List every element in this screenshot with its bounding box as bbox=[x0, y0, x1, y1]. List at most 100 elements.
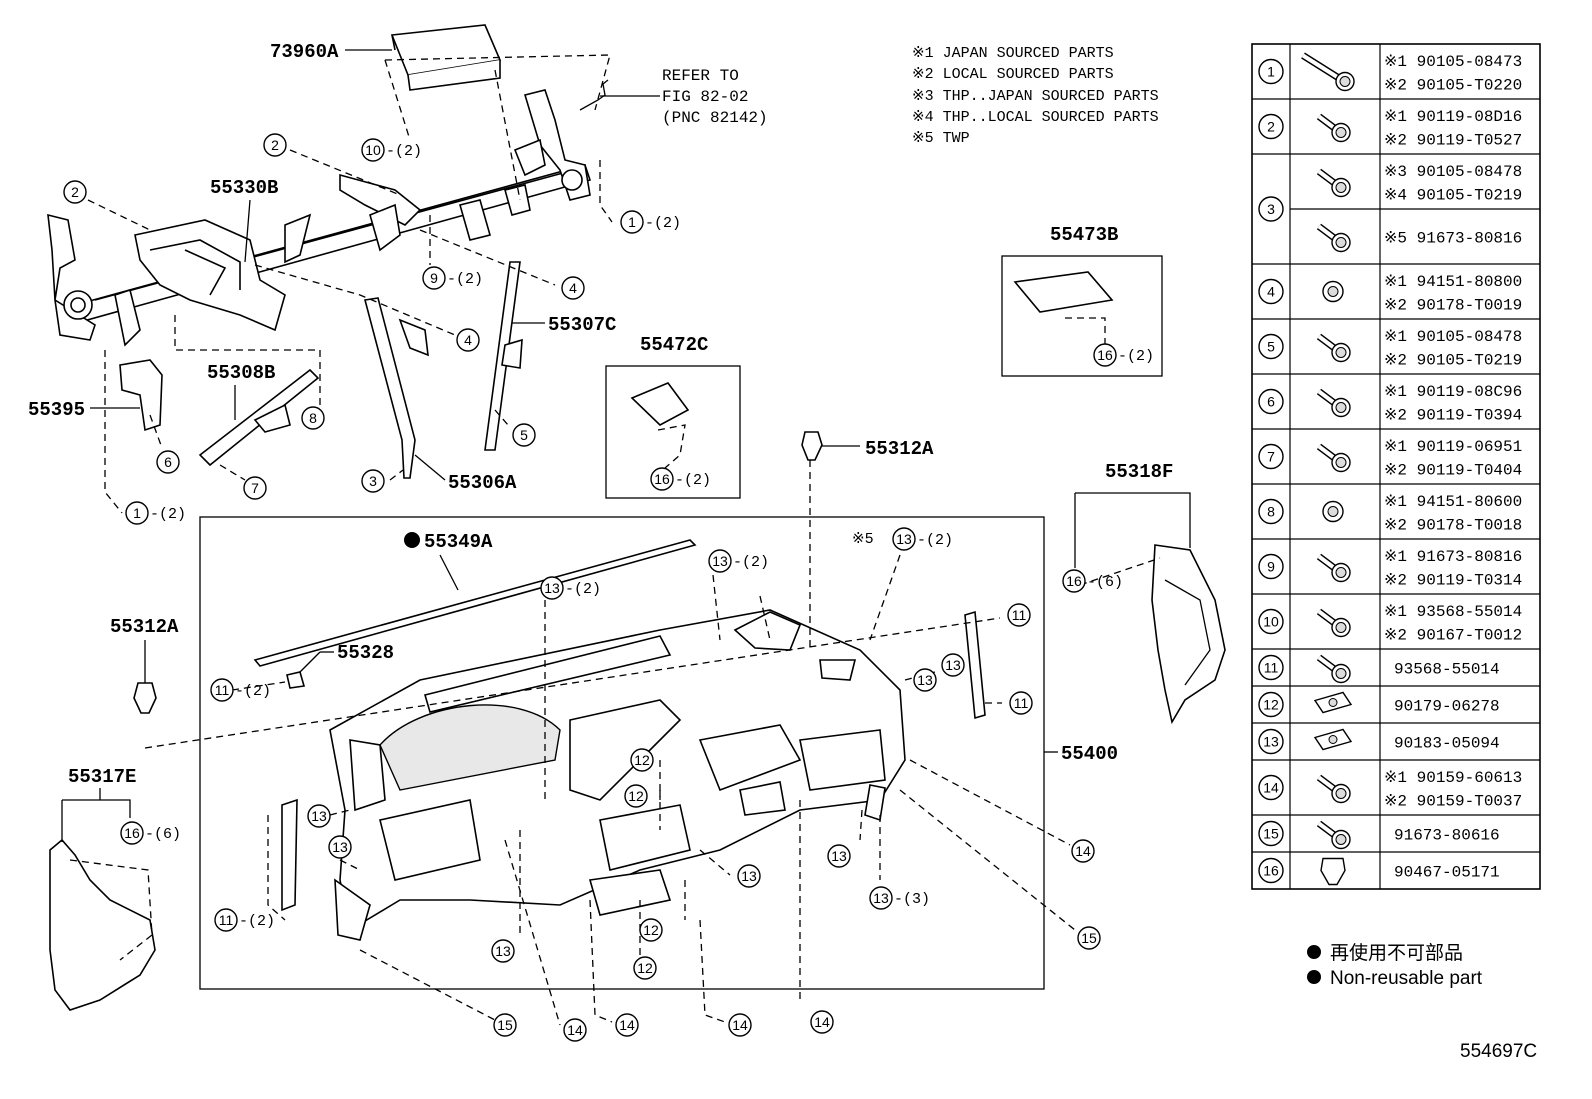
callout-circle bbox=[301, 406, 325, 430]
callout-circle bbox=[1077, 926, 1101, 950]
callout-circle bbox=[263, 133, 287, 157]
callout-13: 13 bbox=[913, 668, 937, 692]
row-number-circle bbox=[1258, 774, 1284, 801]
bracket-right-drawing bbox=[964, 610, 986, 720]
label-55312A-top: 55312A bbox=[865, 438, 934, 460]
callout-number: 1 bbox=[628, 214, 636, 230]
callout-circle bbox=[1007, 603, 1031, 627]
callout-number: 12 bbox=[634, 752, 650, 768]
refer-line-1: REFER TO bbox=[662, 67, 739, 85]
cover-55473B-drawing bbox=[1013, 271, 1114, 313]
row-number-circle bbox=[1258, 654, 1284, 681]
callout-number: 15 bbox=[497, 1017, 513, 1033]
figure-id: 554697C bbox=[1460, 1041, 1537, 1062]
airbag-module-drawing bbox=[345, 24, 502, 91]
callout-quantity: -(2) bbox=[1118, 348, 1154, 365]
part-number: ※1 91673-80816 bbox=[1384, 548, 1522, 566]
clip-nut-icon bbox=[1313, 691, 1353, 714]
row-number: 16 bbox=[1263, 863, 1279, 879]
leader-lines bbox=[69, 54, 1161, 1026]
label-73960A: 73960A bbox=[270, 41, 339, 63]
bolt-icon bbox=[1316, 333, 1351, 363]
callout-16: 16-(2) bbox=[650, 467, 711, 491]
label-55472C: 55472C bbox=[640, 334, 708, 356]
callout-circle bbox=[1071, 839, 1095, 863]
callout-13: 13 bbox=[307, 804, 331, 828]
callout-15: 15 bbox=[1077, 926, 1101, 950]
callout-quantity: -(3) bbox=[894, 891, 930, 908]
callout-9: 9-(2) bbox=[422, 266, 483, 290]
callout-13: 13-(2) bbox=[708, 549, 769, 573]
row-number-circle bbox=[1258, 691, 1284, 718]
part-number: ※2 90119-T0527 bbox=[1384, 131, 1522, 149]
callout-number: 3 bbox=[369, 473, 377, 489]
legend-bullet-jp bbox=[1307, 945, 1321, 959]
bolt-icon bbox=[1316, 168, 1351, 198]
callout-11: 11 bbox=[1007, 603, 1031, 627]
callout-number: 13 bbox=[917, 672, 933, 688]
row-number: 2 bbox=[1267, 119, 1275, 135]
box-55473B bbox=[1001, 255, 1163, 377]
callout-number: 4 bbox=[464, 332, 472, 348]
callout-circle bbox=[493, 1013, 517, 1037]
callout-quantity: -(2) bbox=[565, 581, 601, 598]
bolt-icon bbox=[1316, 443, 1351, 473]
callout-number: 14 bbox=[1075, 843, 1091, 859]
bolt-icon bbox=[1316, 608, 1351, 638]
note-3: ※3 THP..JAPAN SOURCED PARTS bbox=[912, 88, 1159, 105]
callout-circle bbox=[561, 276, 585, 300]
callout-circle bbox=[243, 476, 267, 500]
part-number: 91673-80616 bbox=[1394, 827, 1500, 845]
callout-circle bbox=[728, 1013, 752, 1037]
table-row: 7※1 90119-06951※2 90119-T0404 bbox=[1252, 428, 1540, 479]
callout-circle bbox=[624, 784, 648, 808]
part-number: ※2 90178-T0019 bbox=[1384, 296, 1522, 314]
callout-15: 15 bbox=[493, 1013, 517, 1037]
box-55400 bbox=[199, 516, 1045, 990]
legend-en: Non-reusable part bbox=[1330, 968, 1483, 989]
callout-number: 2 bbox=[71, 184, 79, 200]
row-number: 5 bbox=[1267, 339, 1275, 355]
part-number: ※4 90105-T0219 bbox=[1384, 186, 1522, 204]
table-row: 9※1 91673-80816※2 90119-T0314 bbox=[1252, 538, 1540, 589]
label-55349A: 55349A bbox=[424, 531, 493, 553]
callout-number: 6 bbox=[164, 454, 172, 470]
callout-16: 16-(2) bbox=[1093, 343, 1154, 367]
bolt-icon bbox=[1316, 223, 1351, 253]
callout-circle bbox=[620, 210, 644, 234]
callout-number: 12 bbox=[628, 788, 644, 804]
side-panel-55318F-drawing bbox=[1074, 492, 1226, 725]
row-number-circle bbox=[1258, 608, 1284, 635]
callout-13: 13-(2) bbox=[892, 527, 953, 551]
row-number-circle bbox=[1258, 278, 1284, 305]
callout-number: 13 bbox=[495, 943, 511, 959]
callout-6: 6 bbox=[156, 450, 180, 474]
callout-13: 13 bbox=[737, 864, 761, 888]
row-number-circle bbox=[1258, 113, 1284, 140]
callout-number: 16 bbox=[124, 825, 140, 841]
callout-number: 15 bbox=[1081, 930, 1097, 946]
callout-13: 13-(2) bbox=[540, 576, 601, 600]
callout-circle bbox=[307, 804, 331, 828]
row-number-circle bbox=[1258, 553, 1284, 580]
row-number: 9 bbox=[1267, 559, 1275, 575]
row-number: 8 bbox=[1267, 504, 1275, 520]
callout-circle bbox=[120, 821, 144, 845]
label-55318F: 55318F bbox=[1105, 461, 1173, 483]
callout-number: 14 bbox=[567, 1022, 583, 1038]
callout-1: 1-(2) bbox=[620, 210, 681, 234]
clip-55312A-left-drawing bbox=[133, 682, 157, 714]
clip-55312A-top-drawing bbox=[801, 431, 823, 461]
part-number: ※2 90178-T0018 bbox=[1384, 516, 1522, 534]
callout-circle bbox=[615, 1013, 639, 1037]
part-number: ※1 94151-80800 bbox=[1384, 273, 1522, 291]
row-number: 12 bbox=[1263, 697, 1279, 713]
row-number: 15 bbox=[1263, 826, 1279, 842]
row-number: 4 bbox=[1267, 284, 1275, 300]
callout-number: 13 bbox=[332, 839, 348, 855]
callout-number: 11 bbox=[1014, 695, 1029, 711]
